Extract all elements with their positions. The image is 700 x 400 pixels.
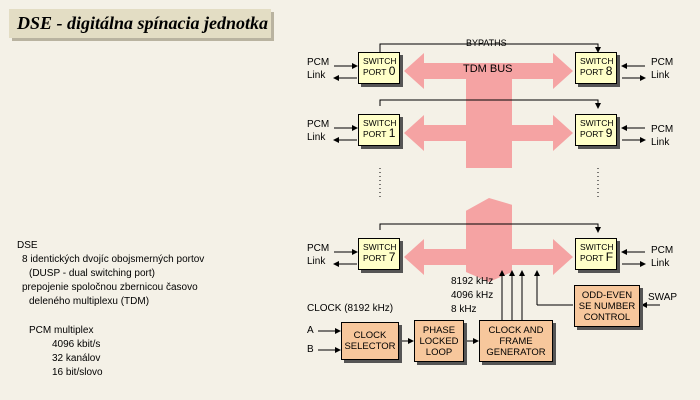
tdm-bus-arrow-0-8 (404, 53, 573, 89)
pcm-line-1: 4096 kbit/s (52, 339, 101, 350)
clock-frame-gen-line-1: CLOCK AND (488, 324, 544, 336)
tdm-bus-label: TDM BUS (463, 63, 513, 75)
freq-8192: 8192 kHz (451, 276, 494, 287)
bypaths-label: BYPATHS (466, 38, 507, 48)
link-label-8: Link (651, 70, 670, 81)
switch-port-7-switch-word: SWITCH (363, 242, 397, 252)
pcm-label-7: PCM (307, 243, 330, 254)
switch-port-7-port-word: PORT (363, 253, 387, 263)
pcm-label-1: PCM (307, 119, 330, 130)
switch-port-8-number: 8 (605, 64, 613, 78)
switch-port-8-switch-word: SWITCH (580, 56, 614, 66)
switch-port-1-number: 1 (388, 126, 396, 140)
pcm-heading: PCM multiplex (29, 325, 94, 336)
clock-frame-generator-box: CLOCK AND FRAME GENERATOR (479, 320, 553, 362)
pcm-label-0: PCM (307, 57, 330, 68)
description-line-4: deleného multiplexu (TDM) (29, 296, 150, 307)
clock-input-b: B (307, 344, 314, 355)
continuation-dots (379, 168, 599, 200)
switch-port-1: SWITCH PORT 1 (358, 114, 400, 146)
description-heading: DSE (17, 240, 38, 251)
clock-frame-gen-line-2: FRAME (499, 335, 533, 347)
pcm-links-left (333, 63, 358, 267)
page-title: DSE - digitálna spínacia jednotka (17, 13, 269, 33)
tdm-bus-arrow-7-F (404, 239, 573, 275)
tdm-bus (404, 53, 573, 282)
clock-selector-line-1: CLOCK (353, 330, 387, 341)
switch-port-8: SWITCH PORT 8 (575, 52, 617, 84)
pll-line-2: LOCKED (419, 335, 459, 347)
clock-lines (318, 270, 660, 353)
switch-port-9-port-word: PORT (580, 129, 604, 139)
link-label-0: Link (307, 70, 326, 81)
pcm-label-9: PCM (651, 124, 674, 135)
description-line-3: prepojenie spoločnou zbernicou časovo (22, 282, 198, 293)
pcm-label-F: PCM (651, 245, 674, 256)
link-label-1: Link (307, 132, 326, 143)
description-line-1: 8 identických dvojíc obojsmerných portov (22, 254, 205, 265)
switch-port-0-switch-word: SWITCH (363, 56, 397, 66)
switch-port-F-port-word: PORT (580, 253, 604, 263)
pcm-label-8: PCM (651, 57, 674, 68)
link-label-F: Link (651, 258, 670, 269)
switch-port-7: SWITCH PORT 7 (358, 238, 400, 270)
odd-even-control-box: ODD-EVEN SE NUMBER CONTROL (574, 285, 640, 327)
clock-selector-box: CLOCK SELECTOR (341, 322, 399, 360)
description-line-2: (DUSP - dual switching port) (29, 268, 155, 279)
bus-break (462, 168, 516, 213)
link-label-9: Link (651, 137, 670, 148)
switch-port-0-number: 0 (388, 64, 396, 78)
pll-line-1: PHASE (422, 324, 456, 336)
clock-label: CLOCK (8192 kHz) (307, 303, 394, 314)
switch-port-0-port-word: PORT (363, 67, 387, 77)
switch-port-F-switch-word: SWITCH (580, 242, 614, 252)
link-label-7: Link (307, 256, 326, 267)
pll-line-3: LOOP (425, 346, 453, 358)
switch-port-1-switch-word: SWITCH (363, 118, 397, 128)
bypath-lines (379, 43, 601, 233)
swap-label: SWAP (648, 292, 678, 303)
pcm-line-2: 32 kanálov (52, 353, 101, 364)
title-bar: DSE - digitálna spínacia jednotka (9, 9, 271, 38)
switch-port-F: SWITCH PORT F (575, 238, 617, 270)
switch-port-F-number: F (605, 250, 614, 264)
switch-port-1-port-word: PORT (363, 129, 387, 139)
switch-port-9-switch-word: SWITCH (580, 118, 614, 128)
freq-8: 8 kHz (451, 304, 477, 315)
clock-selector-line-2: SELECTOR (344, 341, 396, 352)
odd-even-line-1: ODD-EVEN (581, 289, 633, 301)
pcm-line-3: 16 bit/slovo (52, 367, 103, 378)
switch-port-0: SWITCH PORT 0 (358, 52, 400, 84)
switch-port-9: SWITCH PORT 9 (575, 114, 617, 146)
clock-input-a: A (307, 325, 314, 336)
switch-port-8-port-word: PORT (580, 67, 604, 77)
pcm-links-right (621, 63, 646, 267)
switch-port-7-number: 7 (388, 250, 396, 264)
clock-frame-gen-line-3: GENERATOR (486, 346, 546, 358)
tdm-bus-arrow-1-9 (404, 115, 573, 151)
freq-4096: 4096 kHz (451, 290, 494, 301)
odd-even-line-2: SE NUMBER (578, 300, 636, 312)
pll-box: PHASE LOCKED LOOP (414, 320, 464, 362)
switch-port-9-number: 9 (605, 126, 613, 140)
odd-even-line-3: CONTROL (583, 311, 631, 323)
